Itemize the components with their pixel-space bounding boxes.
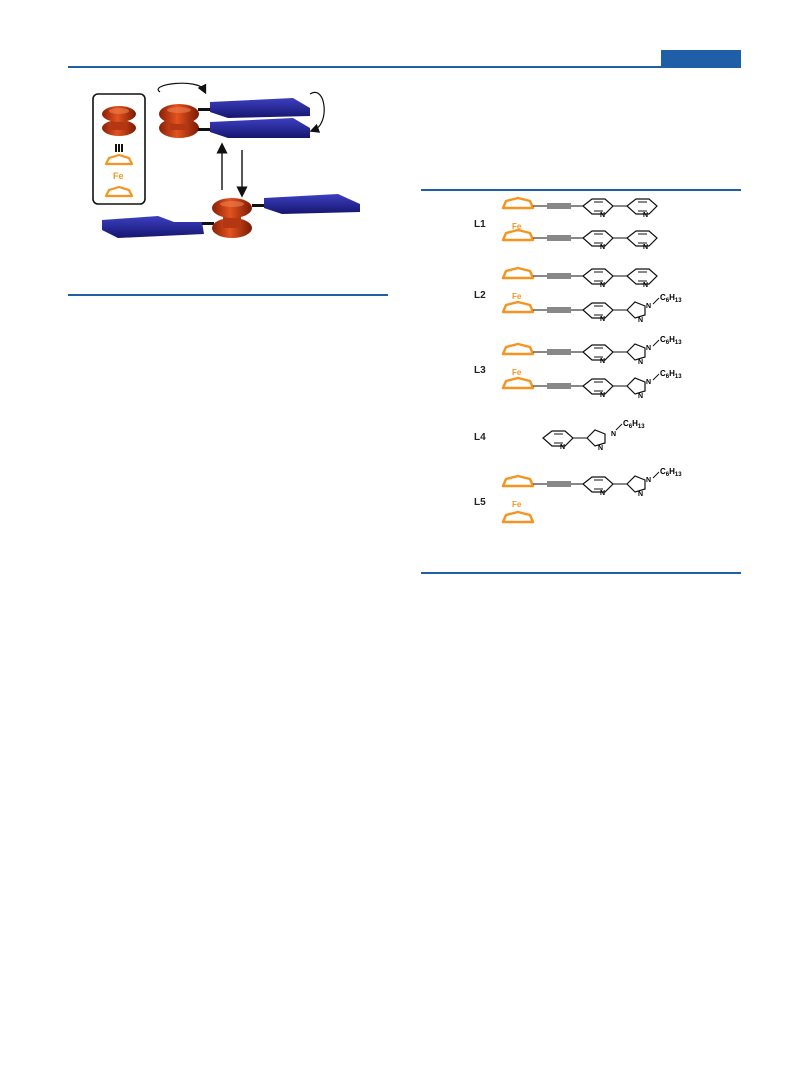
structure-l1: Fe N N N N — [501, 196, 658, 251]
ligand-label-l3: L3 — [474, 365, 486, 376]
metal-label-l2: Fe — [512, 292, 522, 301]
svg-text:C6H13: C6H13 — [660, 369, 682, 380]
structure-l2: Fe N N N N N C6H13 — [501, 266, 682, 324]
rotor-scheme-graphic: Fe — [92, 82, 360, 238]
svg-text:N: N — [643, 244, 648, 251]
cp-ring-top-icon — [104, 153, 134, 166]
svg-text:N: N — [638, 393, 643, 400]
ferrocene-stack-icon — [102, 106, 136, 136]
metal-label-l1: Fe — [512, 222, 522, 231]
svg-text:C6H13: C6H13 — [623, 419, 645, 430]
structure-l4: N N N C6H13 — [542, 419, 645, 452]
rotation-arrow-right — [309, 91, 325, 133]
svg-text:N: N — [560, 444, 565, 451]
svg-text:C6H13: C6H13 — [660, 293, 682, 304]
rotor-bottom — [102, 194, 360, 238]
svg-text:N: N — [600, 316, 605, 323]
legend-box — [92, 93, 146, 205]
svg-text:N: N — [600, 282, 605, 289]
structure-l5: Fe N N N C6H13 — [501, 467, 682, 524]
svg-text:N: N — [646, 303, 651, 310]
svg-text:N: N — [598, 445, 603, 452]
header-rule — [68, 66, 741, 68]
svg-text:C6H13: C6H13 — [660, 467, 682, 478]
svg-text:N: N — [600, 212, 605, 219]
svg-text:N: N — [600, 392, 605, 399]
ligand-label-l2: L2 — [474, 290, 486, 301]
metal-label-l5: Fe — [512, 500, 522, 509]
svg-text:C6H13: C6H13 — [660, 335, 682, 346]
svg-text:N: N — [646, 477, 651, 484]
triple-line-icon — [115, 144, 123, 152]
ligand-label-l1: L1 — [474, 219, 486, 230]
svg-text:N: N — [611, 431, 616, 438]
svg-text:N: N — [600, 490, 605, 497]
cp-ring-bottom-icon — [104, 185, 134, 198]
svg-text:N: N — [600, 244, 605, 251]
svg-text:N: N — [643, 282, 648, 289]
ligand-label-l5: L5 — [474, 497, 486, 508]
table-top-rule — [421, 189, 741, 191]
table-bottom-rule — [421, 572, 741, 574]
structure-l3: Fe N N N C6H13 N N N C6H13 — [501, 335, 682, 400]
rotation-arrow-left — [157, 82, 207, 95]
svg-text:N: N — [646, 345, 651, 352]
header-tab — [661, 50, 741, 66]
rotor-top — [157, 82, 325, 138]
svg-text:N: N — [600, 358, 605, 365]
ligand-structures: Fe N N N N Fe N N N — [501, 196, 682, 524]
svg-text:N: N — [643, 212, 648, 219]
metal-label-l3: Fe — [512, 368, 522, 377]
svg-text:N: N — [646, 379, 651, 386]
svg-text:N: N — [638, 491, 643, 498]
ligand-label-l4: L4 — [474, 432, 486, 443]
scheme-bottom-rule — [68, 294, 388, 296]
svg-text:N: N — [638, 317, 643, 324]
svg-text:N: N — [638, 359, 643, 366]
legend-metal-label: Fe — [113, 171, 124, 181]
